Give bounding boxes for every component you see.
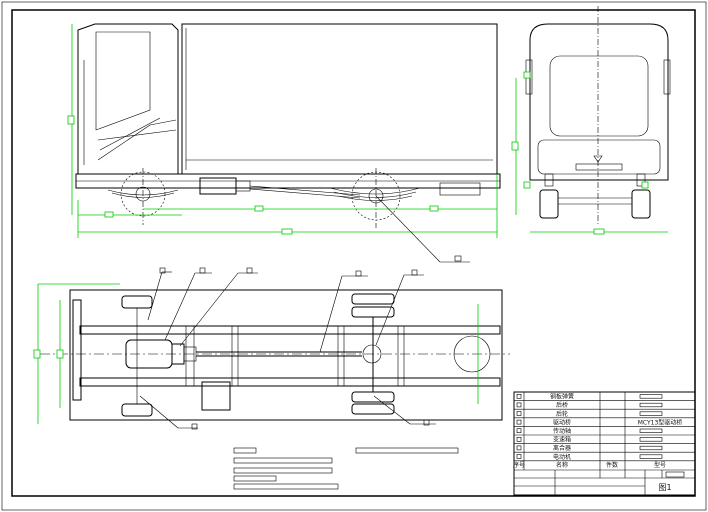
- motor-side: [199, 177, 237, 195]
- model-placeholder: [639, 454, 663, 459]
- plan-outline: [69, 289, 503, 421]
- part-name: 后轮: [556, 410, 568, 418]
- rear-wheel-top-outer: [351, 293, 395, 305]
- model-placeholder: [639, 445, 663, 451]
- differential: [362, 344, 382, 364]
- row-index-box: [516, 393, 522, 399]
- row-index-box: [516, 445, 522, 451]
- row-index-box: [516, 419, 522, 425]
- cargo-box: [181, 23, 498, 175]
- part-name: 传动轴: [553, 427, 571, 435]
- windshield: [549, 55, 649, 137]
- header-name: 名称: [556, 461, 568, 469]
- row-index-box: [516, 428, 522, 434]
- plan-callouts: [139, 267, 436, 430]
- model-placeholder: [639, 428, 663, 433]
- rear-leaf-spring: [329, 187, 421, 201]
- frame-rail-upper: [79, 325, 501, 335]
- side-view: [67, 23, 501, 263]
- plan-view: [33, 267, 510, 430]
- part-name: 离合器: [553, 444, 571, 452]
- front-wheel-top: [121, 295, 153, 309]
- front-wheel-side: [120, 171, 166, 217]
- part-name: 电动机: [553, 453, 571, 461]
- row-index-box: [516, 402, 522, 408]
- front-wheel-bottom: [121, 403, 153, 417]
- model-placeholder: [639, 437, 663, 442]
- part-name: 后桥: [556, 401, 568, 409]
- part-name: 变速箱: [553, 436, 571, 444]
- drawing-number: 图1: [658, 483, 671, 492]
- frame-rail-lower: [79, 377, 501, 387]
- front-right-tyre: [631, 189, 651, 219]
- row-index-box: [516, 436, 522, 442]
- model-placeholder: [639, 402, 663, 408]
- header-qty: 件数: [606, 461, 618, 469]
- header-seq: 序号: [513, 461, 525, 469]
- front-view: [511, 6, 671, 235]
- model-placeholder: [639, 394, 663, 399]
- truck-cab: [77, 23, 179, 175]
- model-placeholder: [639, 411, 663, 416]
- row-index-box: [516, 411, 522, 416]
- rear-wheel-bottom-outer: [351, 391, 395, 403]
- inner-frame: [11, 9, 696, 497]
- technical-notes: [233, 447, 459, 490]
- front-cab-outline: [529, 23, 669, 181]
- front-left-tyre: [539, 189, 559, 219]
- part-model: MCY13型驱动桥: [638, 418, 683, 426]
- header-model: 型号: [654, 461, 666, 469]
- drive-shaft-side: [249, 185, 361, 196]
- part-name: 驱动桥: [553, 418, 571, 426]
- row-index-box: [516, 454, 522, 459]
- part-name: 钢板弹簧: [550, 393, 574, 401]
